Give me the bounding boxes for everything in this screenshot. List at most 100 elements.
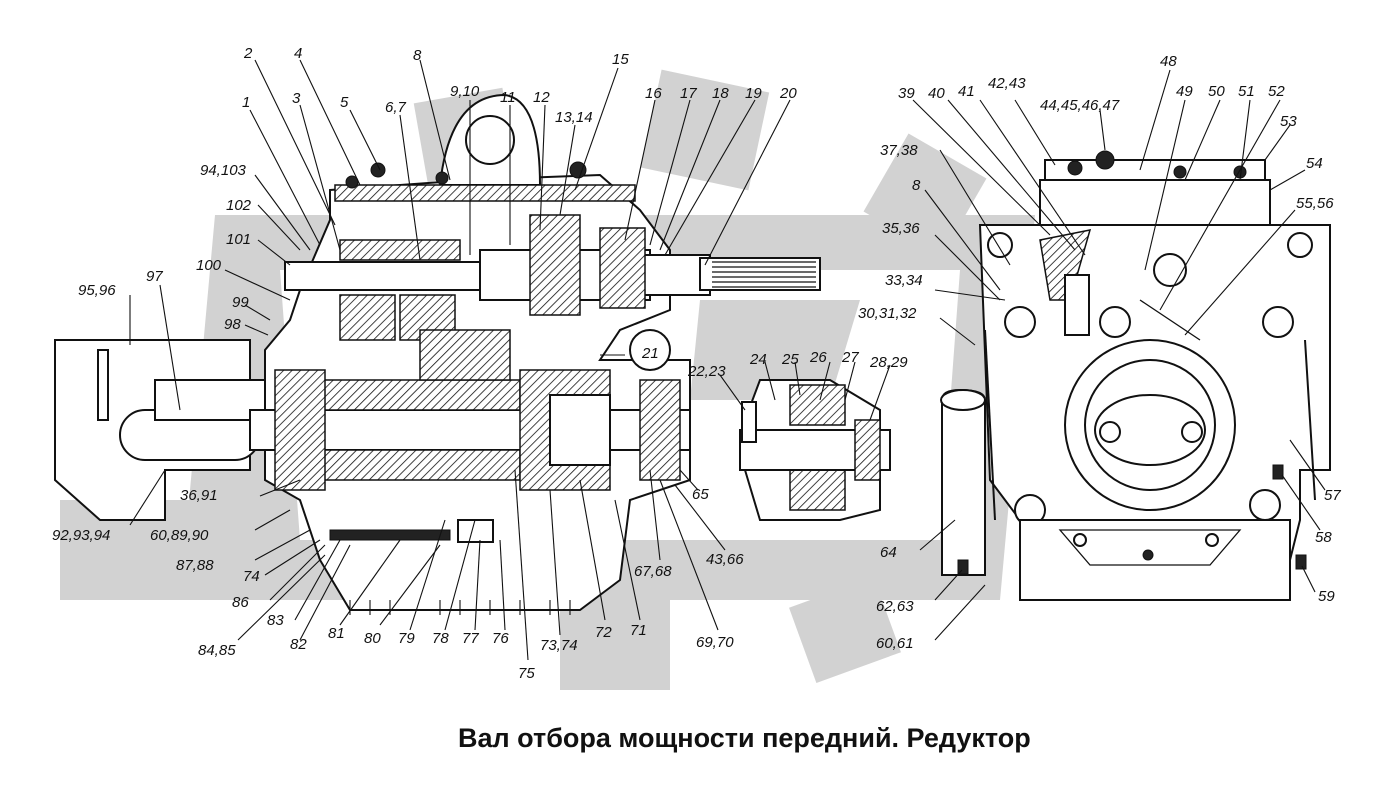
callout-53: 53 [1280, 113, 1297, 130]
callout-18: 18 [712, 85, 729, 102]
shift-boss [1099, 306, 1131, 338]
callout-44-45-46-47: 44,45,46,47 [1040, 97, 1120, 114]
callout-73-74: 73,74 [540, 637, 578, 654]
callout-92-93-94: 92,93,94 [52, 527, 110, 544]
callout-2: 2 [243, 45, 253, 62]
top-cover [334, 184, 636, 202]
callout-33-34: 33,34 [885, 272, 923, 289]
upper-gear [529, 214, 581, 316]
shaft-sleeve-bottom [299, 449, 521, 481]
callout-35-36: 35,36 [882, 220, 920, 237]
callout-42-43: 42,43 [988, 75, 1026, 92]
corner-hole-tl [987, 232, 1013, 258]
callout-60-61: 60,61 [876, 635, 914, 652]
bolt-boss-tl [1004, 306, 1036, 338]
callout-64: 64 [880, 544, 897, 561]
callout-74: 74 [243, 568, 260, 585]
bolt-boss-tr [1262, 306, 1294, 338]
callout-80: 80 [364, 630, 381, 647]
callout-50: 50 [1208, 83, 1225, 100]
flange-oval [1094, 394, 1206, 466]
callout-3: 3 [292, 90, 301, 107]
filler-tube [941, 388, 986, 576]
bottom-bolt-right [1295, 554, 1307, 570]
callout-37-38: 37,38 [880, 142, 918, 159]
shaft-sleeve-top [299, 379, 521, 411]
callout-16: 16 [645, 85, 662, 102]
callout-9-10: 9,10 [450, 83, 480, 100]
top-bolt-3 [435, 171, 449, 185]
callout-75: 75 [518, 665, 535, 682]
reducer-end-view [940, 150, 1331, 601]
coupling-bearing-bottom [789, 469, 846, 511]
callout-25: 25 [781, 351, 799, 368]
callout-55-56: 55,56 [1296, 195, 1334, 212]
left-rod [984, 329, 996, 521]
top-bolt-1 [370, 162, 386, 178]
callout-102: 102 [226, 197, 252, 214]
callout-71: 71 [630, 622, 647, 639]
callout-28-29: 28,29 [869, 354, 908, 371]
bolt-boss-br [1249, 489, 1281, 521]
leader-lines [129, 59, 1326, 661]
callout-11: 11 [500, 89, 516, 106]
callout-24: 24 [749, 351, 767, 368]
callout-51: 51 [1238, 83, 1255, 100]
callout-49: 49 [1176, 83, 1193, 100]
callout-17: 17 [680, 85, 697, 102]
callout-79: 79 [398, 630, 415, 647]
callout-101: 101 [226, 231, 251, 248]
callout-69-70: 69,70 [696, 634, 734, 651]
bearing-right [639, 379, 681, 481]
filler-tube-top [940, 389, 986, 411]
lower-gear-hub [549, 394, 611, 466]
side-bolt [1272, 464, 1284, 480]
sump-plate [1058, 529, 1242, 566]
callout-19: 19 [745, 85, 762, 102]
callout-62-63: 62,63 [876, 598, 914, 615]
callout-20: 20 [779, 85, 797, 102]
coupling-seal [854, 419, 881, 481]
coupling-bearing-top [789, 384, 846, 426]
callout-81: 81 [328, 625, 345, 642]
callout-15: 15 [612, 51, 629, 68]
callout-76: 76 [492, 630, 509, 647]
cover-bolt-2 [1095, 150, 1115, 170]
callout-97: 97 [146, 268, 163, 285]
callout-72: 72 [595, 624, 612, 641]
lifting-eye-hole [465, 115, 515, 165]
callout-57: 57 [1324, 487, 1341, 504]
flange-hole-left [1099, 421, 1121, 443]
bearing-upper-3 [599, 227, 646, 309]
callout-59: 59 [1318, 588, 1335, 605]
spline-lines [712, 261, 816, 288]
callout-54: 54 [1306, 155, 1323, 172]
sump-hole-left [1073, 533, 1087, 547]
callout-52: 52 [1268, 83, 1285, 100]
diagram-title: Вал отбора мощности передний. Редуктор [458, 723, 1031, 753]
callout-26: 26 [809, 349, 827, 366]
cooling-fins [349, 600, 571, 615]
callout-87-88: 87,88 [176, 557, 214, 574]
callout-99: 99 [232, 294, 249, 311]
callout-5: 5 [340, 94, 349, 111]
shift-shaft [1153, 253, 1187, 287]
flange-hole-right [1181, 421, 1203, 443]
callout-39: 39 [898, 85, 915, 102]
bottom-bolt-left [957, 559, 969, 575]
callout-8: 8 [413, 47, 422, 64]
callout-8-right: 8 [912, 177, 921, 194]
callout-84-85: 84,85 [198, 642, 236, 659]
drain-plug [457, 519, 494, 543]
callout-21: 21 [641, 345, 659, 362]
sump-hole-right [1205, 533, 1219, 547]
sump-drain [1142, 549, 1154, 561]
callout-22-23: 22,23 [687, 363, 726, 380]
callout-27: 27 [841, 349, 859, 366]
top-bolt-4 [569, 161, 587, 179]
upper-shaft-end [639, 254, 711, 296]
callout-78: 78 [432, 630, 449, 647]
bearing-upper-1 [339, 294, 396, 341]
corner-hole-tr [1287, 232, 1313, 258]
